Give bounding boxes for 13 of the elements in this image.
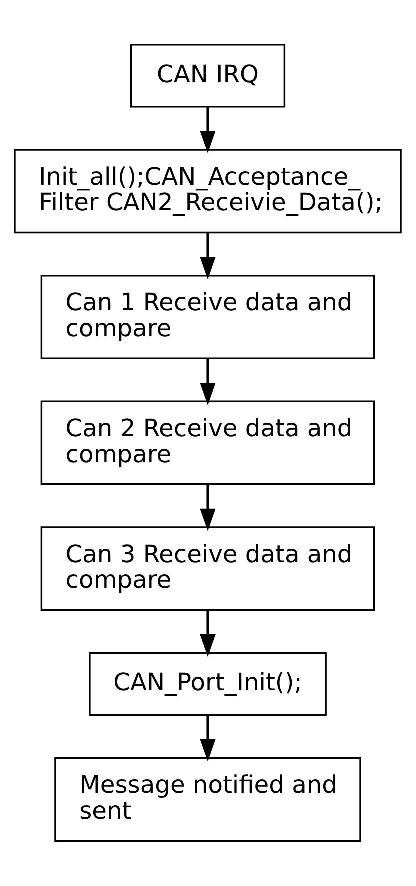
node-box: Can 2 Receive data and compare: [40, 400, 376, 486]
arrow: [200, 358, 216, 406]
node-box: Can 3 Receive data and compare: [40, 526, 376, 612]
node-box: CAN_Port_Init();: [89, 652, 327, 716]
node-box: CAN IRQ: [130, 44, 286, 108]
arrow: [200, 484, 216, 532]
arrow: [200, 715, 216, 762]
node-box: Init_all();CAN_Acceptance_ Filter CAN2_Receivie_Data();: [14, 149, 402, 234]
arrow: [200, 107, 216, 154]
arrow: [200, 610, 216, 657]
node-box: Message notified and sent: [54, 758, 362, 842]
node-box: Can 1 Receive data and compare: [40, 274, 376, 360]
arrow: [200, 233, 216, 280]
